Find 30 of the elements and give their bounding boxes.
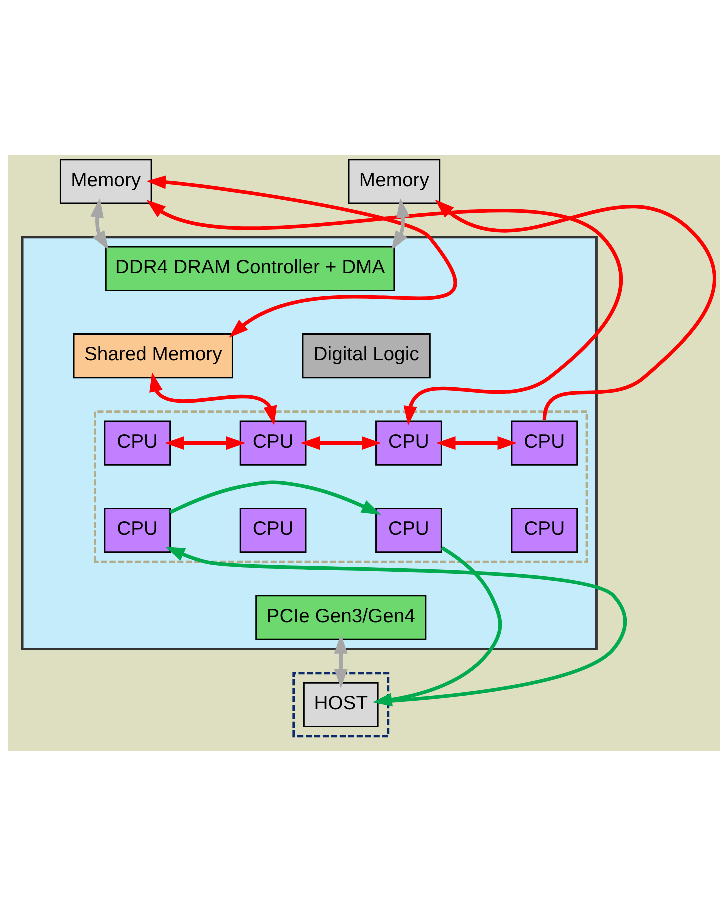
cluster xyxy=(292,672,390,738)
node-box: PCIe Gen3/Gen4 xyxy=(256,595,427,640)
arrow xyxy=(300,436,382,450)
node-box: Memory xyxy=(348,159,441,204)
node-box: Memory xyxy=(60,159,152,204)
cluster xyxy=(21,236,598,650)
node-box: CPU xyxy=(511,508,578,554)
node-box: Shared Memory xyxy=(73,334,234,379)
cluster xyxy=(94,410,588,564)
arrow xyxy=(166,546,627,704)
node-box: CPU xyxy=(104,508,172,554)
node-box: CPU xyxy=(240,508,307,554)
arrow xyxy=(164,436,246,450)
node-box: Digital Logic xyxy=(302,334,431,379)
node-box: CPU xyxy=(376,508,442,554)
node-box: CPU xyxy=(104,420,172,466)
arrow xyxy=(146,176,456,338)
arrow xyxy=(170,480,382,516)
arrow xyxy=(392,198,410,251)
arrow xyxy=(435,200,716,421)
arrow xyxy=(150,372,278,426)
node-box: CPU xyxy=(376,420,442,466)
arrow xyxy=(334,634,348,689)
node-box: CPU xyxy=(240,420,307,466)
node-box: HOST xyxy=(303,682,379,728)
arrow xyxy=(90,198,110,251)
arrow xyxy=(146,200,623,426)
node-box: DDR4 DRAM Controller + DMA xyxy=(105,246,396,292)
arrow xyxy=(436,436,518,450)
node-box: CPU xyxy=(511,420,578,466)
